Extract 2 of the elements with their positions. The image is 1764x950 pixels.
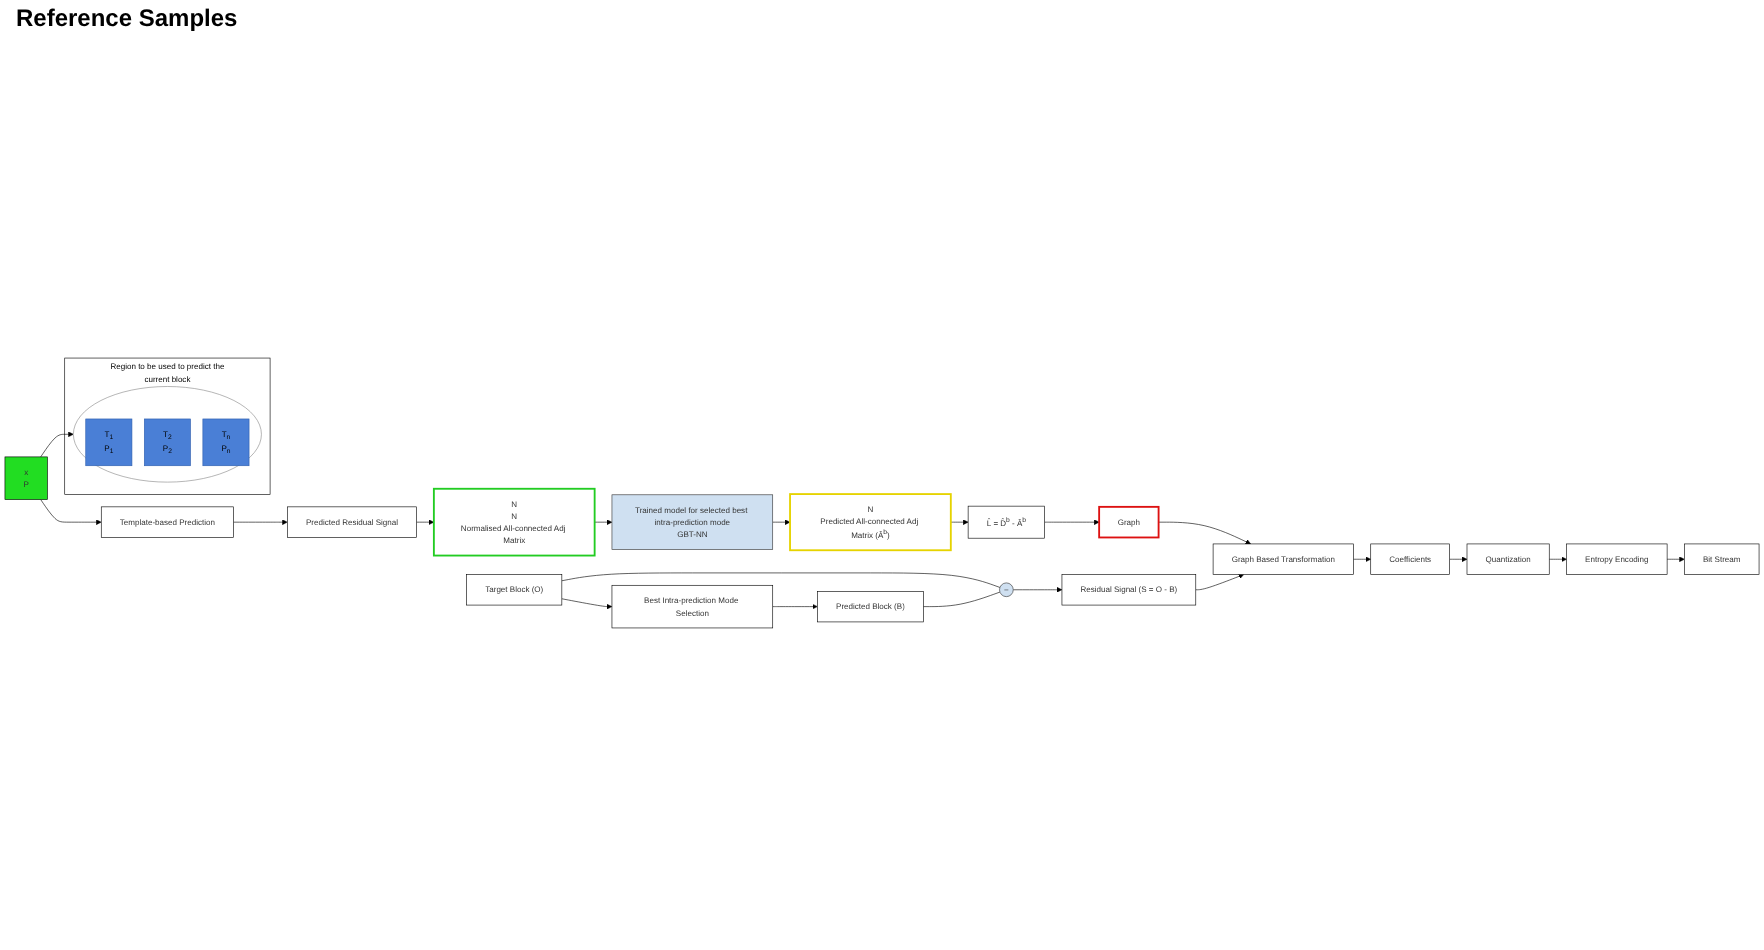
annotation-text: Reference Samples xyxy=(16,4,238,32)
connector xyxy=(923,591,1001,607)
